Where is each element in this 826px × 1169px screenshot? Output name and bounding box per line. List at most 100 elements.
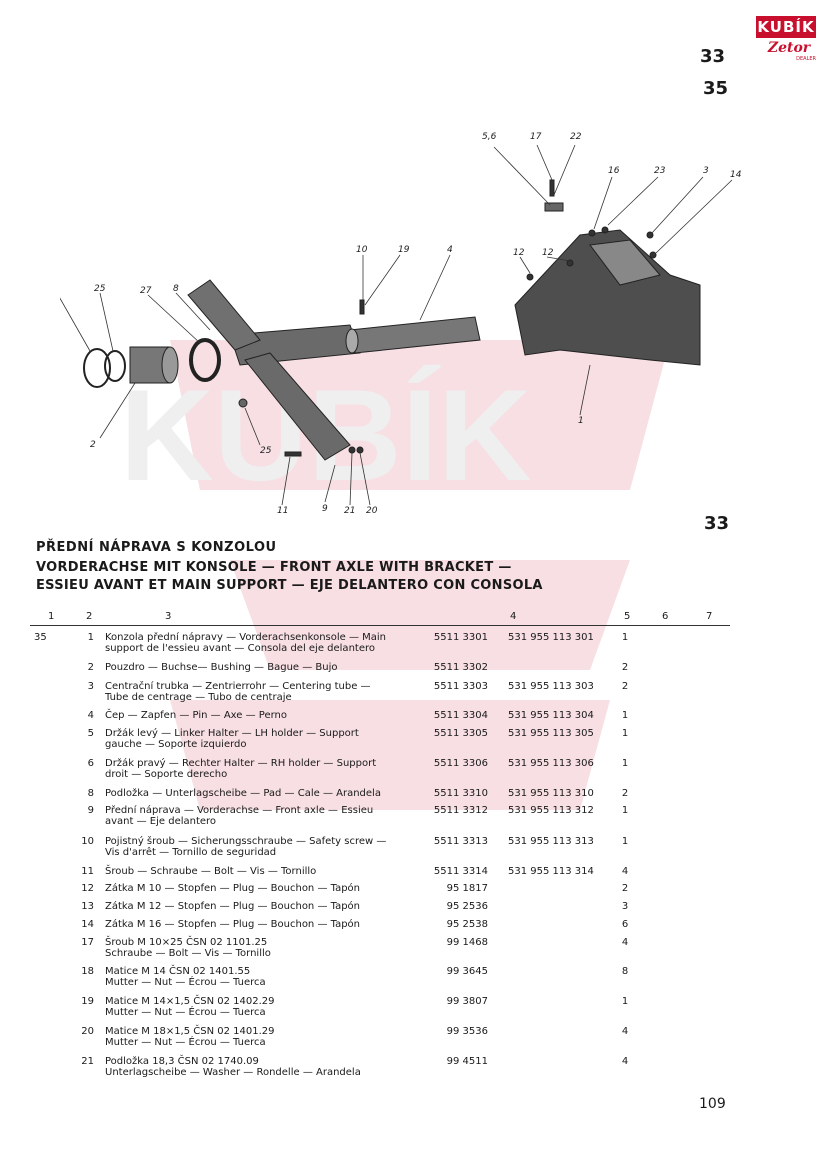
part-number: 99 3807 <box>446 996 488 1007</box>
column-header-4: 4 <box>510 611 517 622</box>
part-description: Matice M 18×1,5 ČSN 02 1401.29 Mutter — … <box>105 1026 275 1048</box>
callout-label: 11 <box>277 506 288 516</box>
quantity: 1 <box>621 836 629 847</box>
part-nut-21 <box>348 446 356 454</box>
callout-label: 25 <box>94 284 106 294</box>
quantity: 4 <box>621 1056 629 1067</box>
quantity: 4 <box>621 937 629 948</box>
part-plug-16 <box>588 229 596 237</box>
part-description: Centrační trubka — Zentrierrohr — Center… <box>105 681 371 703</box>
position-number: 12 <box>81 883 94 894</box>
part-description: Matice M 14 ČSN 02 1401.55 Mutter — Nut … <box>105 966 266 988</box>
part-plug-25 <box>238 398 248 408</box>
callout-label: 20 <box>366 506 378 516</box>
part-plug-12b <box>566 259 574 267</box>
position-number: 9 <box>87 805 94 816</box>
quantity: 1 <box>621 632 629 643</box>
part-bracket-top <box>589 239 661 286</box>
part-axle-arm-upper <box>187 279 261 351</box>
part-number: 5511 3305 <box>433 728 488 739</box>
part-number: 99 3645 <box>446 966 488 977</box>
part-description: Přední náprava — Vorderachse — Front axl… <box>105 805 374 827</box>
part-description: Šroub M 10×25 ČSN 02 1101.25 Schraube — … <box>105 937 271 959</box>
part-plug-3 <box>646 231 654 239</box>
part-number: 99 1468 <box>446 937 488 948</box>
part-screw-10 <box>359 299 365 315</box>
part-number: 5511 3304 <box>433 710 488 721</box>
part-description: Zátka M 12 — Stopfen — Plug — Bouchon — … <box>105 901 361 912</box>
catalog-number: 531 955 113 314 <box>508 866 594 877</box>
catalog-number: 531 955 113 301 <box>508 632 594 643</box>
header-divider <box>30 625 730 626</box>
part-pin-4 <box>349 316 481 354</box>
part-holder-5-6 <box>544 202 564 212</box>
callout-label: 4 <box>447 245 453 255</box>
quantity: 8 <box>621 966 629 977</box>
quantity: 2 <box>621 662 629 673</box>
quantity: 1 <box>621 710 629 721</box>
callout-label: 9 <box>322 504 328 514</box>
position-number: 8 <box>87 788 94 799</box>
position-number: 17 <box>81 937 94 948</box>
part-description: Podložka 18,3 ČSN 02 1740.09 Unterlagsch… <box>105 1056 361 1078</box>
part-description: Podložka — Unterlagscheibe — Pad — Cale … <box>105 788 381 799</box>
part-description: Konzola přední nápravy — Vorderachsenkon… <box>105 632 387 654</box>
callout-label: 27 <box>140 286 152 296</box>
part-plug-12 <box>526 273 534 281</box>
quantity: 2 <box>621 788 629 799</box>
column-header-7: 7 <box>706 611 713 622</box>
callout-label: 8 <box>173 284 179 294</box>
part-number: 95 2538 <box>446 919 488 930</box>
quantity: 1 <box>621 728 629 739</box>
logo-tag-text: DEALER <box>796 56 816 62</box>
part-number: 99 3536 <box>446 1026 488 1037</box>
part-plug-14 <box>649 251 657 259</box>
position-number: 10 <box>81 836 94 847</box>
part-description: Zátka M 16 — Stopfen — Plug — Bouchon — … <box>105 919 361 930</box>
part-ring-25 <box>104 350 126 382</box>
callout-label: 2 <box>90 440 96 450</box>
callout-label: 19 <box>398 245 410 255</box>
part-number: 5511 3301 <box>433 632 488 643</box>
position-number: 11 <box>81 866 94 877</box>
page-ref-top: 33 <box>700 46 726 67</box>
quantity: 3 <box>621 901 629 912</box>
group-number: 35 <box>34 632 47 643</box>
callout-label: 23 <box>654 166 666 176</box>
part-number: 5511 3314 <box>433 866 488 877</box>
callout-label: 12 <box>542 248 554 258</box>
quantity: 2 <box>621 883 629 894</box>
part-number: 5511 3303 <box>433 681 488 692</box>
callout-label: 14 <box>730 170 742 180</box>
column-header-2: 2 <box>86 611 93 622</box>
part-number: 99 4511 <box>446 1056 488 1067</box>
part-description: Držák pravý — Rechter Halter — RH holder… <box>105 758 377 780</box>
page-ref-top-2: 35 <box>703 78 729 99</box>
part-bolt-17 <box>549 179 555 197</box>
quantity: 1 <box>621 758 629 769</box>
callout-label: 21 <box>344 506 355 516</box>
part-description: Držák levý — Linker Halter — LH holder —… <box>105 728 359 750</box>
part-bolt-11 <box>284 451 302 457</box>
position-number: 14 <box>81 919 94 930</box>
part-number: 95 1817 <box>446 883 488 894</box>
page-number: 109 <box>699 1096 726 1112</box>
logo-sub-text: Zetor <box>767 40 811 56</box>
callout-label: 25 <box>260 446 272 456</box>
position-number: 1 <box>87 632 94 643</box>
page-ref-mid: 33 <box>704 513 730 534</box>
quantity: 2 <box>621 681 629 692</box>
callout-label: 1 <box>578 416 584 426</box>
catalog-number: 531 955 113 304 <box>508 710 594 721</box>
part-nut-20 <box>356 446 364 454</box>
section-title-de-en: VORDERACHSE MIT KONSOLE — FRONT AXLE WIT… <box>36 560 512 575</box>
part-description: Zátka M 10 — Stopfen — Plug — Bouchon — … <box>105 883 361 894</box>
callout-label: 10 <box>356 245 368 255</box>
position-number: 4 <box>87 710 94 721</box>
part-bracket-1 <box>514 229 701 366</box>
logo-main-text: KUBÍK <box>756 16 816 38</box>
callout-label: 16 <box>608 166 620 176</box>
position-number: 2 <box>87 662 94 673</box>
column-header-5: 5 <box>624 611 631 622</box>
section-title-cz: PŘEDNÍ NÁPRAVA S KONZOLOU <box>36 540 277 555</box>
